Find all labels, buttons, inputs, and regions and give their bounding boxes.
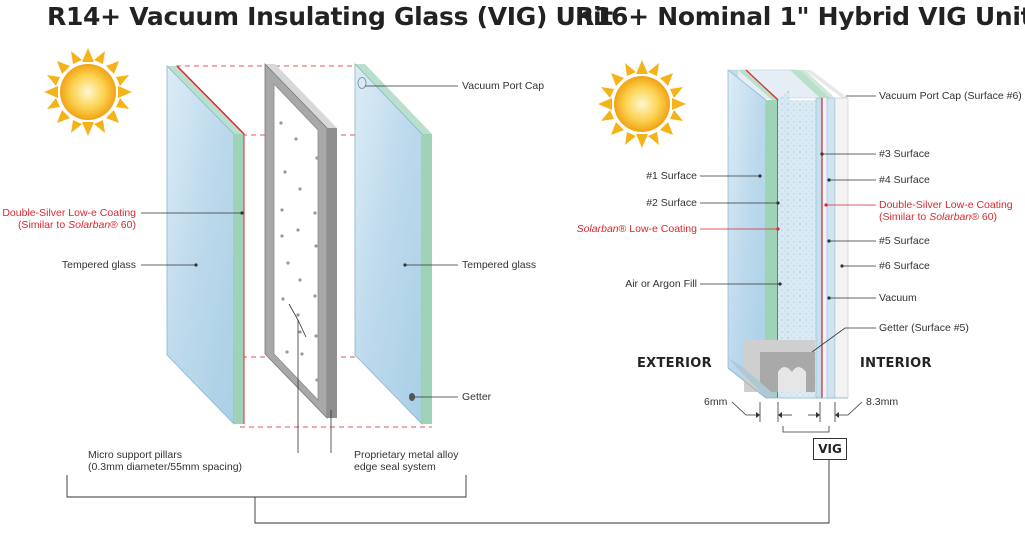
pillars-line1: Micro support pillars — [88, 449, 182, 461]
label-surface-5: #5 Surface — [879, 235, 930, 247]
label-surface-6: #6 Surface — [879, 260, 930, 272]
label-lowe-line2: (Similar to Solarban® 60) — [0, 219, 136, 231]
label-lowe-coating-left: Double-Silver Low-e Coating (Similar to … — [0, 207, 136, 231]
lowe-right-prefix: (Similar to — [879, 211, 930, 223]
edge-seal-line1: Proprietary metal alloy — [354, 449, 459, 461]
left-pane-interior — [354, 63, 432, 425]
lowe-right-brand: Solarban — [929, 211, 972, 223]
label-micro-pillars: Micro support pillars (0.3mm diameter/55… — [88, 449, 242, 473]
label-getter-s5: Getter (Surface #5) — [879, 322, 969, 334]
edge-seal-frame — [264, 63, 337, 419]
label-edge-seal: Proprietary metal alloy edge seal system — [354, 449, 458, 473]
lowe-brand: Solarban — [68, 219, 111, 231]
lowe-prefix: (Similar to — [17, 219, 69, 231]
label-surface-2: #2 Surface — [646, 197, 697, 209]
label-tempered-glass-right: Tempered glass — [462, 259, 537, 271]
edge-seal-line2: edge seal system — [354, 461, 436, 473]
label-interior: INTERIOR — [860, 356, 932, 371]
label-lowe-right-line2: (Similar to Solarban® 60) — [879, 211, 1013, 223]
hybrid-vig-section — [727, 69, 849, 399]
pillars-line2: (0.3mm diameter/55mm spacing) — [88, 461, 243, 473]
label-dim-6mm: 6mm — [704, 396, 728, 408]
label-tempered-glass-left: Tempered glass — [61, 259, 136, 271]
label-vacuum-port-cap-s6: Vacuum Port Cap (Surface #6) — [879, 90, 1022, 102]
label-air-argon-fill: Air or Argon Fill — [625, 278, 697, 290]
vig-box: VIG — [813, 438, 847, 460]
label-solarban-lowe: Solarban® Low-e Coating — [540, 223, 697, 235]
label-lowe-right-line1: Double-Silver Low-e Coating — [879, 199, 1013, 211]
sun-icon-left — [44, 48, 132, 136]
left-pane-exterior — [166, 65, 245, 425]
label-surface-1: #1 Surface — [646, 170, 697, 182]
label-exterior: EXTERIOR — [637, 356, 712, 371]
left-title: R14+ Vacuum Insulating Glass (VIG) Unit — [47, 2, 613, 31]
solarban-suffix: ® Low-e Coating — [618, 223, 697, 235]
lowe-right-suffix: ® 60) — [971, 211, 998, 223]
label-lowe-line1: Double-Silver Low-e Coating — [2, 207, 136, 219]
label-vacuum-port-cap: Vacuum Port Cap — [462, 80, 545, 92]
lowe-suffix: ® 60) — [110, 219, 136, 231]
right-title: R16+ Nominal 1" Hybrid VIG Unit — [575, 2, 1025, 31]
label-lowe-coating-right: Double-Silver Low-e Coating (Similar to … — [879, 199, 1013, 223]
label-getter-left: Getter — [462, 391, 492, 403]
label-dim-8-3mm: 8.3mm — [866, 396, 899, 408]
label-vacuum: Vacuum — [879, 292, 917, 304]
label-surface-3: #3 Surface — [879, 148, 930, 160]
label-surface-4: #4 Surface — [879, 174, 930, 186]
solarban-brand: Solarban — [576, 223, 619, 235]
sun-icon-right — [598, 60, 686, 148]
